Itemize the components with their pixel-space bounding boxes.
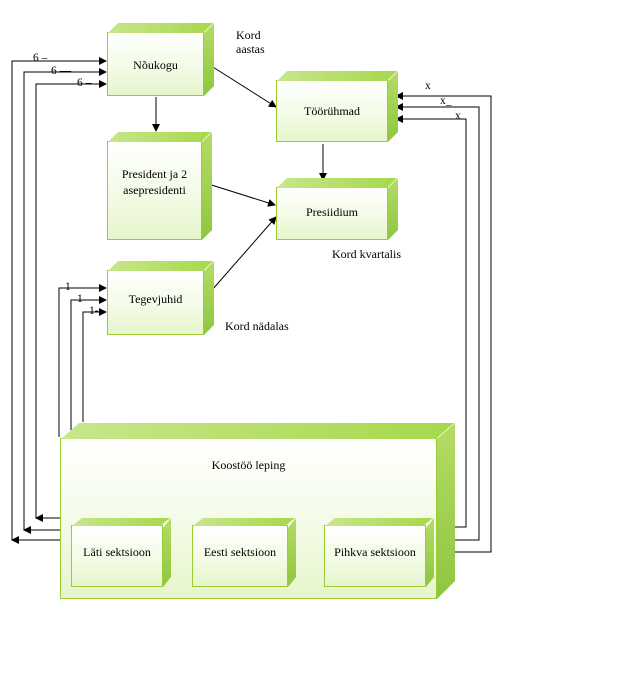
- edge-president-presiidium: [201, 181, 276, 207]
- annotation-kord-kvartalis: Kord kvartalis: [332, 247, 401, 261]
- edge-one-b: [70, 296, 107, 430]
- edge-one-a: [58, 284, 107, 437]
- node-tegevjuhid: Tegevjuhid: [107, 270, 204, 335]
- node-eesti: Eesti sektsioon: [192, 525, 288, 587]
- edge-one-c: [82, 308, 107, 422]
- node-noukogu: Nõukogu: [107, 32, 204, 96]
- node-president: President ja 2 asepresidenti: [107, 141, 202, 240]
- node-pihkva-label: Pihkva sektsioon: [334, 545, 416, 559]
- edge-noukogu-toorühmad: [204, 61, 277, 108]
- edge-tegevjuhid-presiidium: [204, 216, 277, 299]
- edge-label-one-b: 1: [77, 293, 83, 305]
- edge-label-six-b: 6 —: [51, 65, 72, 77]
- annotation-kord-nadalas: Kord nädalas: [225, 319, 289, 333]
- edge-label-six-c: 6 –: [77, 77, 92, 89]
- node-koostoo: Koostöö leping Läti sektsioon Eesti sekt…: [60, 438, 437, 599]
- node-eesti-label: Eesti sektsioon: [203, 545, 277, 559]
- node-koostoo-label: Koostöö leping: [211, 458, 286, 472]
- node-noukogu-label: Nõukogu: [133, 58, 178, 72]
- node-toorühmad-label: Töörühmad: [304, 104, 360, 118]
- annotation-kord-aastas-1: Kord: [236, 28, 261, 42]
- edge-label-one-c: 1-: [89, 305, 99, 317]
- node-presiidium-label: Presiidium: [305, 205, 358, 219]
- edge-label-x-c: x: [455, 110, 461, 122]
- node-pihkva: Pihkva sektsioon: [324, 525, 426, 587]
- node-tegevjuhid-label: Tegevjuhid: [128, 292, 183, 306]
- node-lati: Läti sektsioon: [71, 525, 163, 587]
- edge-label-x-a: x: [425, 80, 431, 92]
- edge-label-one-a: 1: [65, 281, 71, 293]
- edge-label-x-b: x_: [440, 95, 452, 107]
- node-presiidium: Presiidium: [276, 187, 388, 240]
- annotation-kord-aastas-2: aastas: [236, 42, 265, 56]
- node-president-label: President ja 2 asepresidenti: [121, 167, 188, 197]
- node-toorühmad: Töörühmad: [276, 80, 388, 142]
- node-lati-label: Läti sektsioon: [83, 545, 151, 559]
- edge-label-six-a: 6 –: [33, 52, 48, 64]
